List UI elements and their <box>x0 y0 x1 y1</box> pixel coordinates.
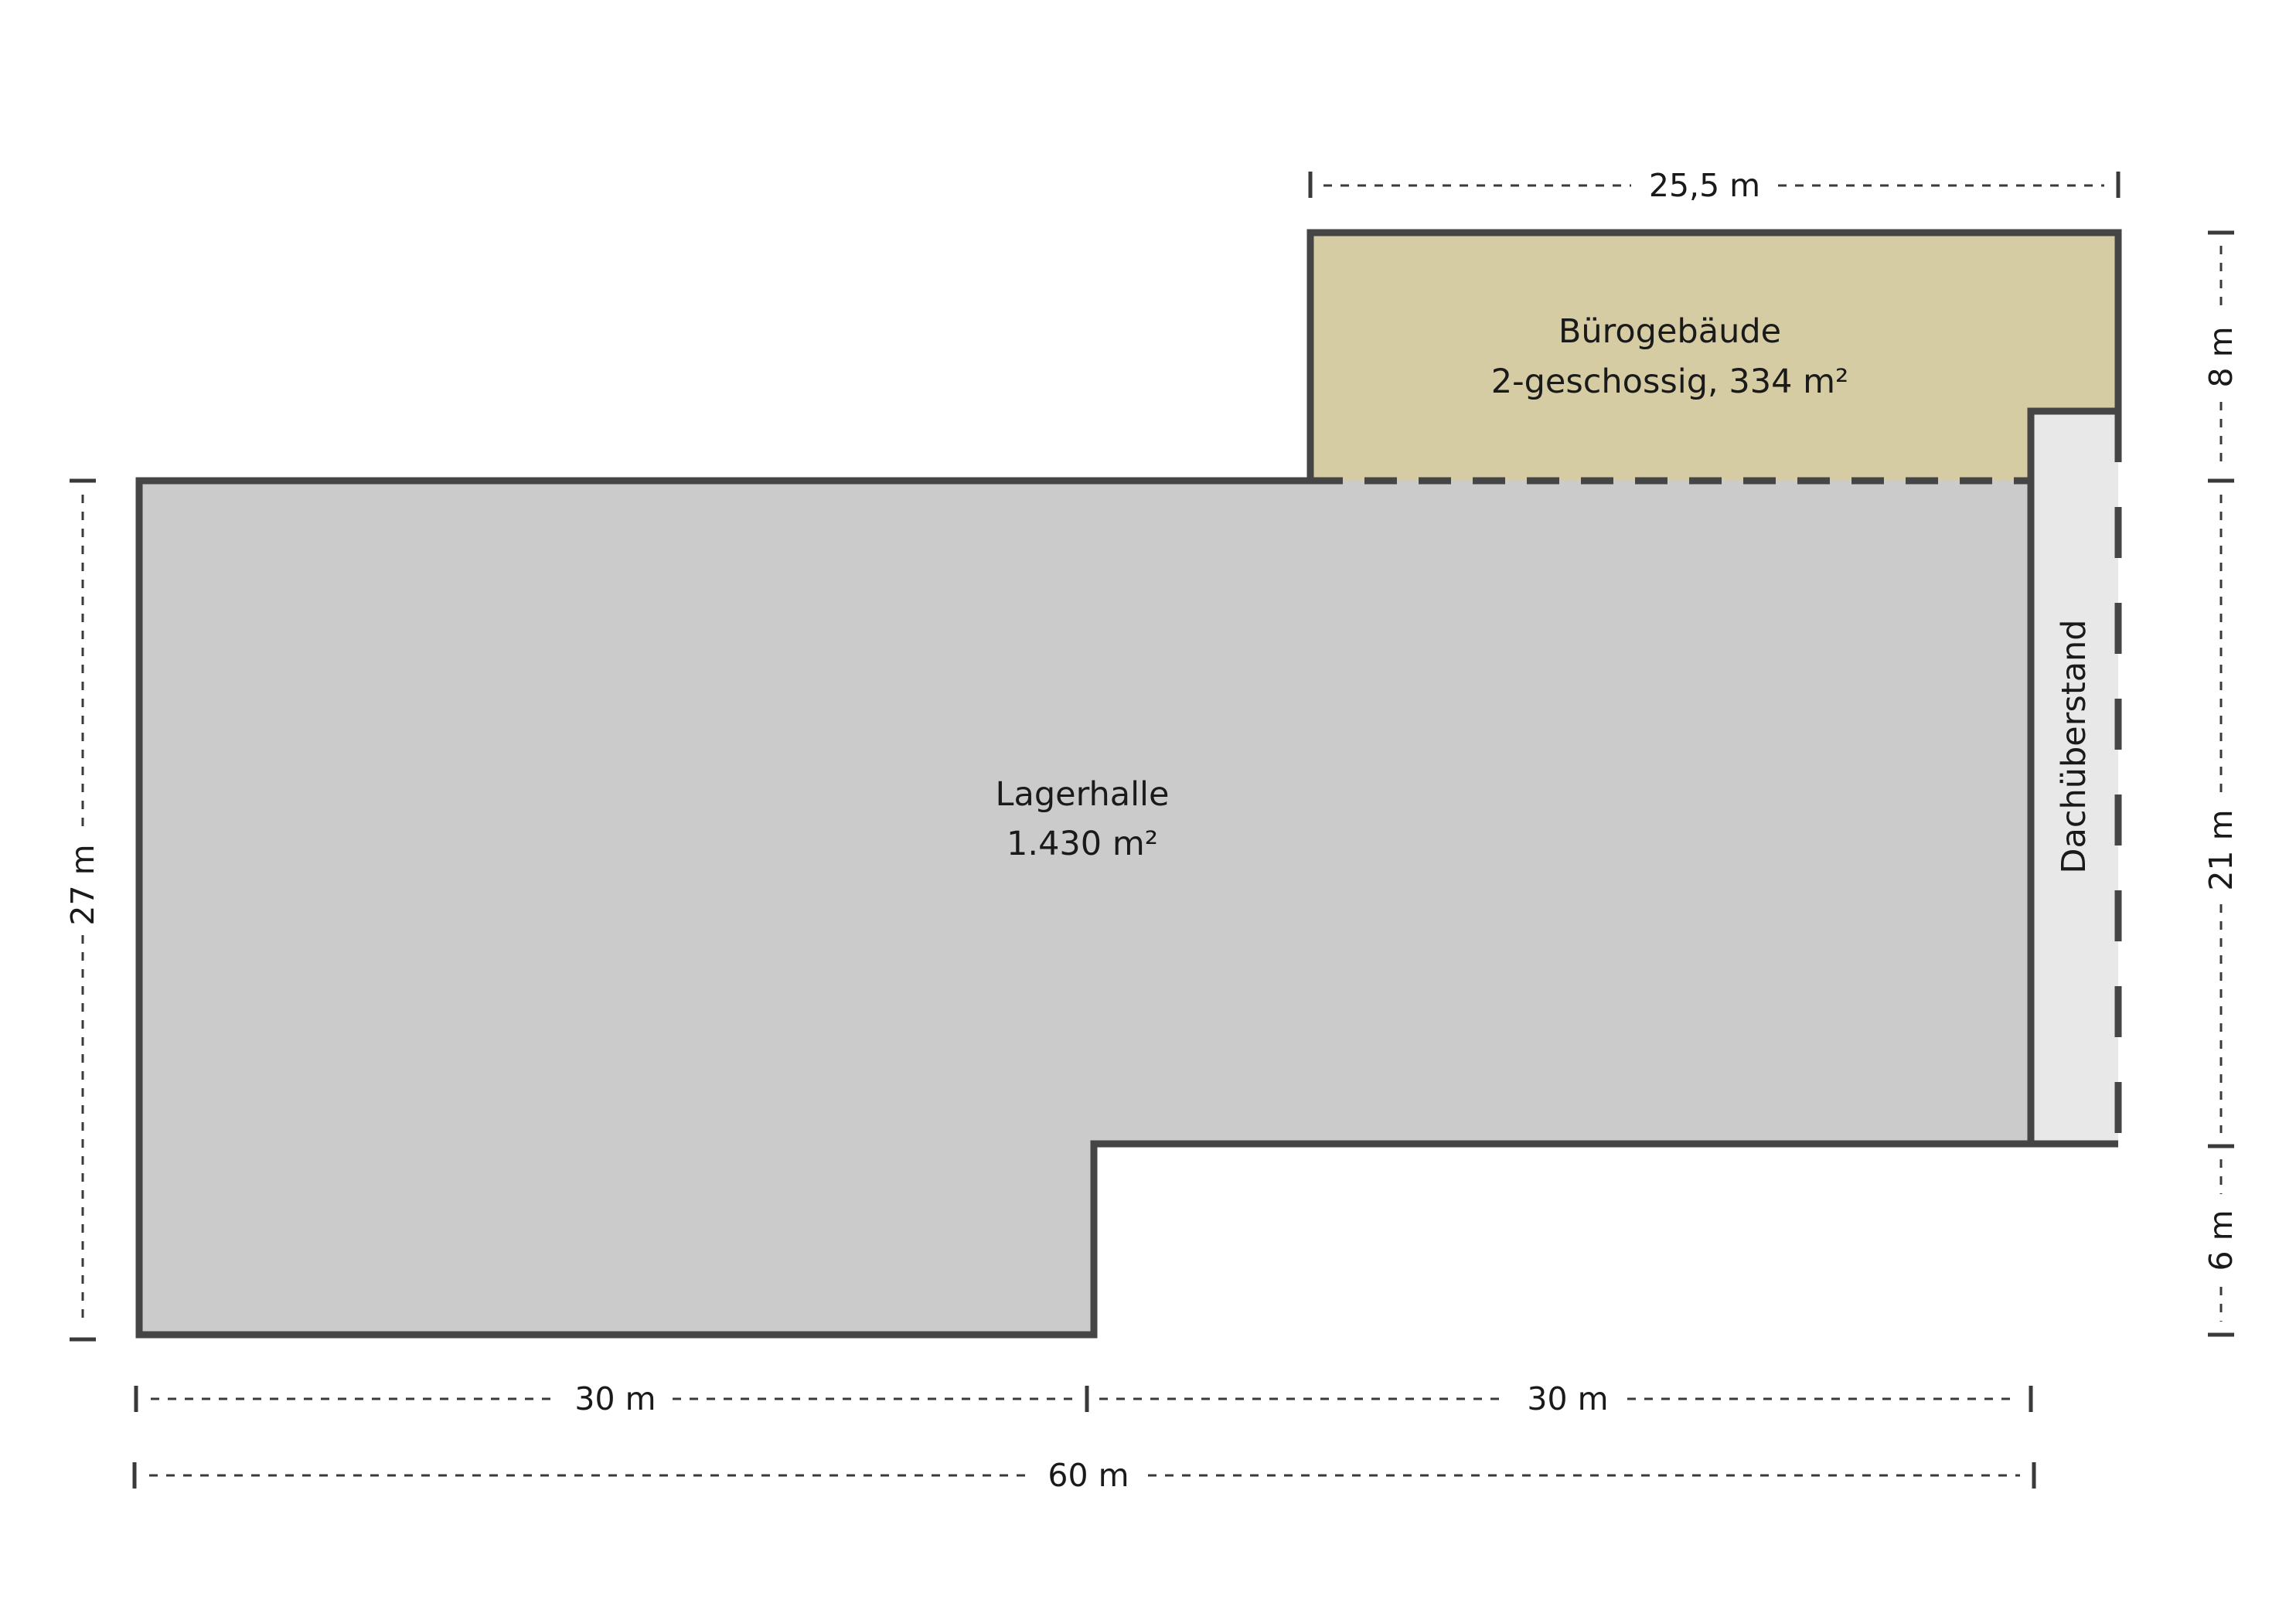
svg-text:60 m: 60 m <box>1048 1457 1129 1494</box>
svg-text:21 m: 21 m <box>2202 809 2240 890</box>
dimension-bottom-total: 60 m <box>132 1457 2036 1494</box>
office-building-area <box>1310 233 2118 481</box>
svg-text:6 m: 6 m <box>2202 1210 2240 1271</box>
warehouse-area <box>139 481 2031 1335</box>
dimension-top-width: 25,5 m <box>1308 167 2121 204</box>
svg-text:27 m: 27 m <box>64 844 101 925</box>
office-name-label: Bürogebäude <box>1558 312 1781 351</box>
office-detail-label: 2-geschossig, 334 m² <box>1491 362 1848 401</box>
svg-text:30 m: 30 m <box>1527 1380 1608 1417</box>
svg-text:25,5 m: 25,5 m <box>1649 167 1760 204</box>
dimension-bottom-segments: 30 m 30 m <box>134 1380 2033 1417</box>
warehouse-name-label: Lagerhalle <box>996 775 1170 814</box>
dimension-left-height: 27 m <box>64 478 101 1342</box>
office-wall <box>1306 229 2122 1144</box>
svg-text:8 m: 8 m <box>2202 326 2240 387</box>
roof-overhang-area <box>2031 411 2118 1144</box>
svg-text:30 m: 30 m <box>574 1380 656 1417</box>
overhang-label: Dachüberstand <box>2055 619 2093 873</box>
warehouse-wall <box>135 477 2118 1339</box>
dimension-right-chain: 8 m 21 m 6 m <box>2202 230 2240 1337</box>
warehouse-area-label: 1.430 m² <box>1007 825 1158 863</box>
